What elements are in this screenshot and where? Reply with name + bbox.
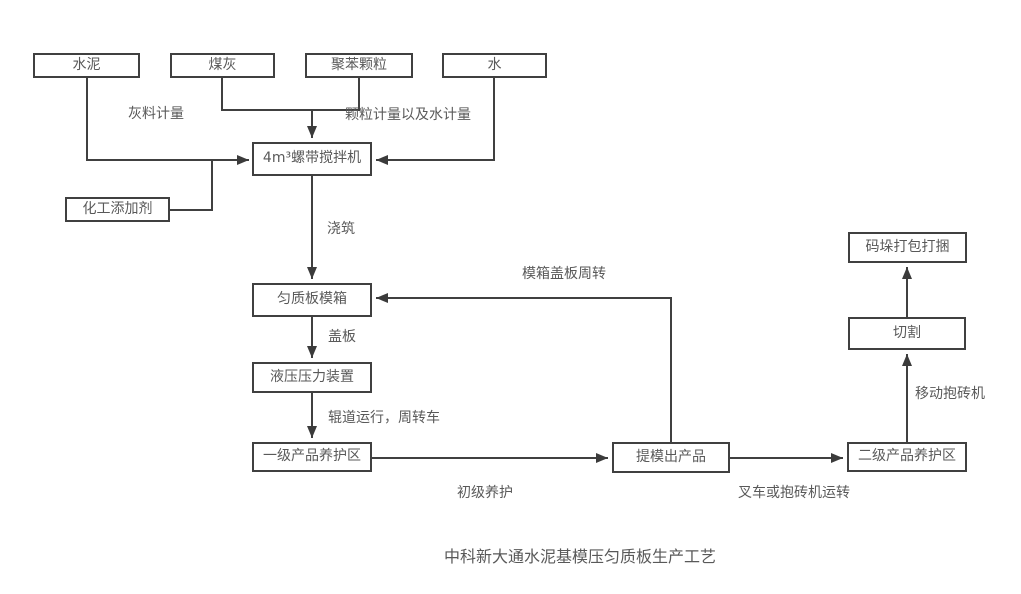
node-curing-area-1: 一级产品养护区 [252,442,372,472]
label-mold-cover-turnover: 模箱盖板周转 [522,266,606,282]
label-mobile-brick-clamp: 移动抱砖机 [915,386,985,402]
label-granule-water-metering: 颗粒计量以及水计量 [345,107,471,123]
node-curing-area-2: 二级产品养护区 [847,442,967,472]
node-cement: 水泥 [33,53,140,78]
label-forklift-transfer: 叉车或抱砖机运转 [738,485,850,501]
node-water: 水 [442,53,547,78]
node-eps-granules: 聚苯颗粒 [305,53,413,78]
label-primary-curing: 初级养护 [457,485,513,501]
diagram-title: 中科新大通水泥基模压匀质板生产工艺 [443,547,716,566]
node-stack-pack: 码垛打包打捆 [848,232,967,263]
node-coal-ash: 煤灰 [170,53,275,78]
node-additive: 化工添加剂 [65,197,170,222]
label-pouring: 浇筑 [327,221,355,237]
node-hydraulic-press: 液压压力装置 [252,362,372,393]
edge-ash-eps-merge [221,78,360,111]
node-mold-box: 匀质板模箱 [252,283,372,317]
edge-additive-join [170,161,213,211]
node-demold-product: 提模出产品 [612,442,730,473]
label-ash-metering: 灰料计量 [128,106,184,122]
label-roller-run-transfer-cart: 辊道运行，周转车 [328,410,440,426]
node-mixer: 4m³螺带搅拌机 [252,142,372,176]
node-cutting: 切割 [848,317,966,350]
label-cover-plate: 盖板 [328,329,356,345]
